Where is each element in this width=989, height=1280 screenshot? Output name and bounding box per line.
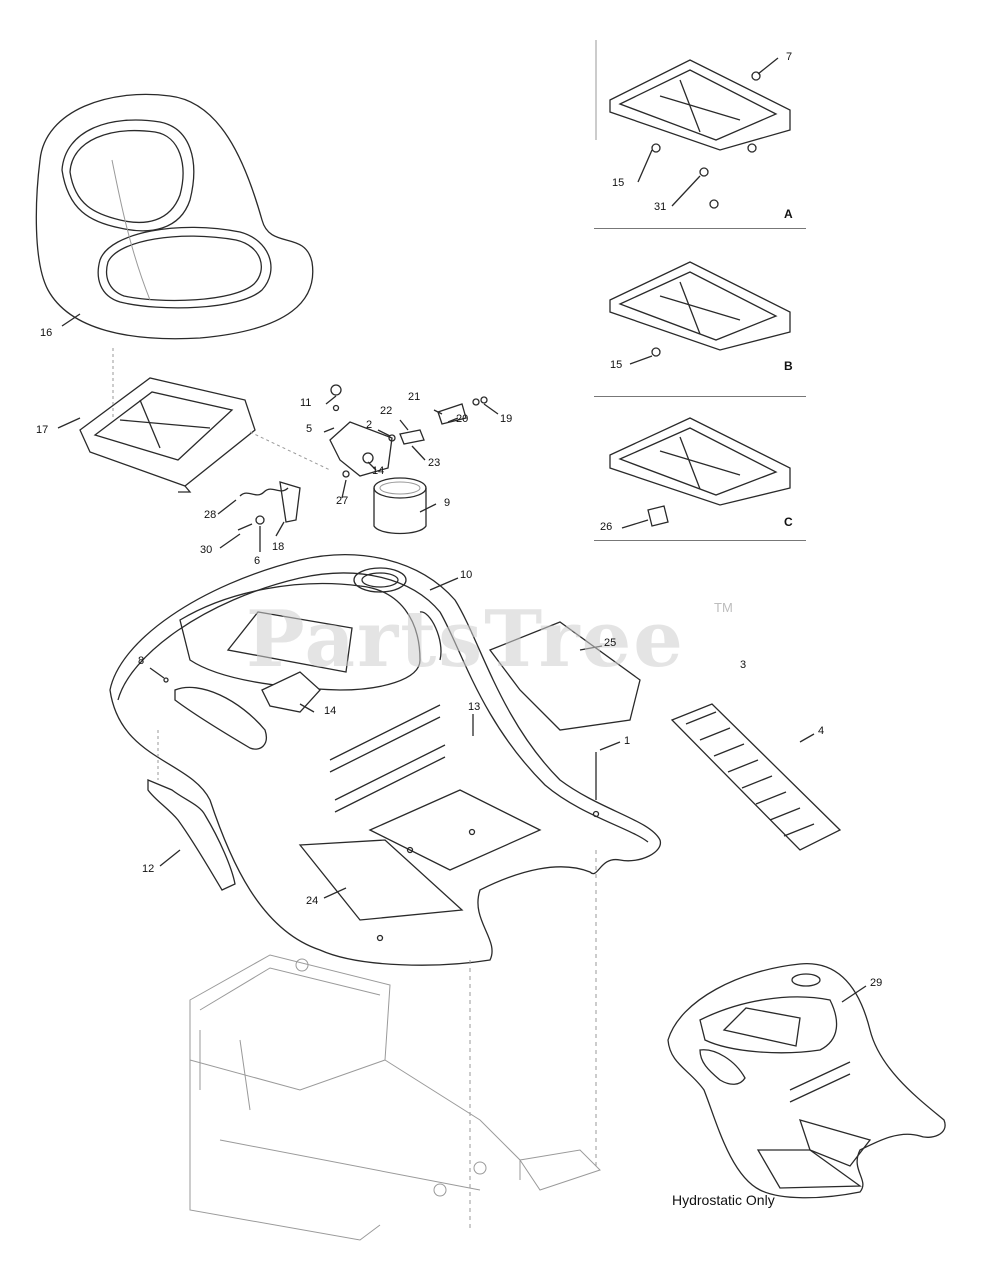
callout-20: 20 <box>456 413 469 425</box>
callout-10: 10 <box>460 569 473 581</box>
seat-pan-drawing <box>79 348 331 493</box>
bracket-drawing <box>147 730 236 891</box>
callout-4: 4 <box>818 725 825 737</box>
section-a-drawing <box>595 40 791 209</box>
callout-25: 25 <box>604 637 617 649</box>
callout-21: 21 <box>408 391 421 403</box>
callout-1: 1 <box>624 735 631 747</box>
hydrostatic-caption: Hydrostatic Only <box>672 1192 775 1208</box>
callout-28: 28 <box>204 509 217 521</box>
callout-16: 16 <box>40 327 53 339</box>
frame-drawing <box>189 850 601 1241</box>
callout-13: 13 <box>468 701 481 713</box>
seat-adjust-assembly <box>237 384 488 531</box>
callout-7: 7 <box>786 51 793 63</box>
watermark-text: PartsTree <box>246 594 685 685</box>
callout-17: 17 <box>36 424 49 436</box>
callout-31: 31 <box>654 201 667 213</box>
callout-14b: 14 <box>324 705 337 717</box>
section-separator-b <box>594 396 806 397</box>
section-label-b: B <box>784 359 793 373</box>
callout-30: 30 <box>200 544 213 556</box>
section-label-c: C <box>784 515 793 529</box>
fender-drawing <box>109 554 661 966</box>
callout-18: 18 <box>272 541 285 553</box>
callout-6: 6 <box>254 555 261 567</box>
section-c-drawing <box>609 417 791 527</box>
callout-9: 9 <box>444 497 451 509</box>
callout-15a: 15 <box>612 177 625 189</box>
cup-holder-drawing <box>373 477 427 535</box>
callout-2: 2 <box>366 419 373 431</box>
callout-22: 22 <box>380 405 393 417</box>
section-separator-c <box>594 540 806 541</box>
callout-11: 11 <box>300 397 312 409</box>
callout-12: 12 <box>142 863 155 875</box>
callout-14a: 14 <box>372 465 385 477</box>
section-separator-a <box>594 228 806 229</box>
leader-lines <box>57 57 867 1003</box>
callout-23: 23 <box>428 457 441 469</box>
callout-15b: 15 <box>610 359 623 371</box>
callout-3: 3 <box>740 659 747 671</box>
callout-8: 8 <box>138 655 145 667</box>
section-b-drawing <box>609 261 791 357</box>
callout-5: 5 <box>306 423 313 435</box>
watermark-trademark: TM <box>714 600 733 615</box>
foot-pad-drawing <box>670 703 842 851</box>
callout-26: 26 <box>600 521 613 533</box>
section-label-a: A <box>784 207 793 221</box>
callout-24: 24 <box>306 895 319 907</box>
callout-19: 19 <box>500 413 513 425</box>
callout-27: 27 <box>336 495 349 507</box>
callout-29: 29 <box>870 977 883 989</box>
seat-drawing <box>35 93 314 340</box>
hydrostatic-fender-drawing <box>667 963 946 1199</box>
